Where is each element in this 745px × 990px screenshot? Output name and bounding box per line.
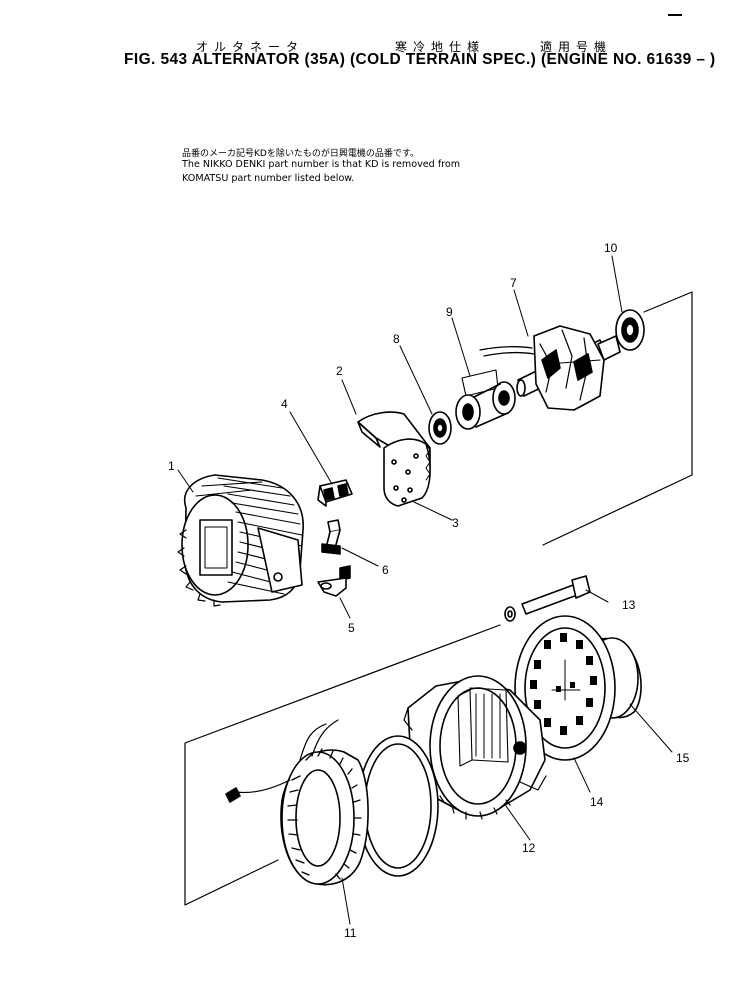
callout-14: 14 [590, 795, 604, 809]
part-1-front-housing [177, 474, 304, 607]
note-en-line-1: The NIKKO DENKI part number is that KD i… [182, 159, 461, 170]
callout-7: 7 [510, 276, 517, 290]
callout-8: 8 [393, 332, 400, 346]
spacer-ring [357, 735, 439, 877]
part-8-bearing [428, 411, 452, 445]
assembly-outline-upper [542, 291, 693, 546]
callout-1: 1 [168, 459, 175, 473]
callout-4: 4 [281, 397, 288, 411]
assembly-outline-lower [184, 624, 501, 906]
part-11-stator [225, 719, 369, 886]
callout-12: 12 [522, 841, 536, 855]
callout-3: 3 [452, 516, 459, 530]
leader-lines [177, 255, 673, 925]
part-13-through-bolt [504, 575, 591, 622]
part-6-terminal [321, 519, 341, 555]
part-5-terminal [317, 565, 351, 597]
callout-5: 5 [348, 621, 355, 635]
note-jp: 品番のメーカ記号KDを除いたものが日興電機の品番です。 [182, 149, 419, 159]
callout-11: 11 [344, 926, 357, 940]
jp-applicable: 適用号機 [540, 40, 613, 54]
part-12-rear-housing [403, 675, 547, 820]
part-4-brush [317, 479, 353, 507]
corner-dash-mark [668, 14, 682, 16]
callout-13: 13 [622, 598, 636, 612]
part-7-rotor [479, 325, 621, 411]
figure-title: FIG. 543 ALTERNATOR (35A) (COLD TERRAIN … [124, 51, 716, 68]
jp-part-name: オルタネータ [196, 40, 305, 54]
part-10-bearing [615, 309, 645, 351]
part-9-slip-rings [455, 369, 516, 430]
note-en-line-2: KOMATSU part number listed below. [182, 173, 355, 184]
callout-6: 6 [382, 563, 389, 577]
callout-2: 2 [336, 364, 343, 378]
callout-labels: 1 2 3 4 5 6 7 8 9 10 11 12 13 14 15 [168, 241, 690, 940]
jp-spec: 寒冷地仕様 [395, 40, 486, 54]
callout-15: 15 [676, 751, 690, 765]
callout-10: 10 [604, 241, 618, 255]
callout-9: 9 [446, 305, 453, 319]
part-2-3-end-plates [357, 411, 431, 507]
